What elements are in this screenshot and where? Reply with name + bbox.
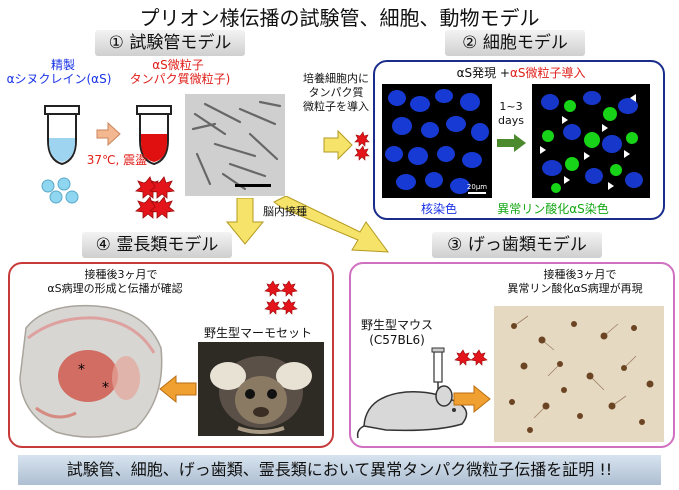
test-tube-illustration xyxy=(41,105,175,219)
marmoset-brain-section-image: * * xyxy=(19,304,163,438)
days-label-2: days xyxy=(498,114,524,127)
svg-text:*: * xyxy=(78,362,85,378)
alpha-synuclein-label: αシヌクレイン(αS) xyxy=(6,72,112,86)
cell-model-box xyxy=(373,60,665,220)
primate-note-1: 接種後3ヶ月で xyxy=(84,268,158,281)
purified-label: 精製 xyxy=(50,58,75,72)
intracerebral-injection-label: 脳内接種 xyxy=(263,205,307,218)
rodent-note-2: 異常リン酸化αS病理が再現 xyxy=(507,282,643,295)
cell-model-header: ② 細胞モデル xyxy=(445,30,585,56)
fibril-introduction-label: αS微粒子導入 xyxy=(510,66,586,80)
fibril-label: αS微粒子 xyxy=(152,58,204,72)
expression-label: αS発現 + xyxy=(456,66,510,80)
electron-micrograph-image xyxy=(185,94,285,196)
days-arrow-icon xyxy=(497,134,526,152)
nuclear-stain-image xyxy=(382,84,492,198)
fibril-stars-icon xyxy=(135,176,175,219)
mouse-label-1: 野生型マウス xyxy=(360,318,433,332)
phospho-stain-label: 異常リン酸化αS染色 xyxy=(497,202,609,216)
cell-intro-line-2: タンパク質 xyxy=(308,86,364,99)
primate-fibril-stars-icon xyxy=(264,280,298,315)
days-label-1: 1~3 xyxy=(499,100,523,113)
tube-fibril-icon xyxy=(136,105,172,166)
marmoset-label: 野生型マーモセット xyxy=(203,326,312,340)
page-title: プリオン様伝播の試験管、細胞、動物モデル xyxy=(139,6,540,30)
primate-orange-arrow xyxy=(159,374,197,404)
rodent-model-header: ③ げっ歯類モデル xyxy=(432,232,602,258)
cell-intro-line-3: 微粒子を導入 xyxy=(303,100,369,113)
scale-bar-label: 20μm xyxy=(466,183,488,191)
tube-monomer-icon xyxy=(44,105,80,166)
down-arrow-to-primate xyxy=(225,198,265,245)
rodent-model-box xyxy=(349,262,675,448)
small-arrow-icon xyxy=(96,121,121,147)
mouse-illustration xyxy=(356,347,488,439)
rodent-orange-arrow xyxy=(453,384,491,414)
svg-text:*: * xyxy=(102,380,109,396)
nuclear-stain-label: 核染色 xyxy=(420,202,457,216)
mouse-fibril-stars-icon xyxy=(454,349,488,366)
primate-model-box xyxy=(8,262,334,448)
condition-label: 37℃, 震盪 xyxy=(86,153,148,167)
mouse-brain-section-image xyxy=(494,306,664,442)
test-tube-model-header: ① 試験管モデル xyxy=(95,30,245,56)
marmoset-photo-image xyxy=(198,342,324,436)
rodent-note-1: 接種後3ヶ月で xyxy=(543,268,617,281)
cell-intro-line-1: 培養細胞内に xyxy=(303,72,369,85)
monomer-circles-icon xyxy=(41,177,79,204)
cell-intro-arrow xyxy=(323,129,370,161)
primate-model-header: ④ 霊長類モデル xyxy=(82,232,232,258)
conclusion-banner: 試験管、細胞、げっ歯類、霊長類において異常タンパク微粒子伝播を証明 !! xyxy=(18,455,661,485)
mouse-label-2: (C57BL6) xyxy=(369,333,425,347)
phospho-stain-image xyxy=(532,84,650,198)
diagonal-arrow-to-rodent xyxy=(273,196,390,253)
primate-note-2: αS病理の形成と伝播が確認 xyxy=(47,282,183,295)
protein-fibril-label: タンパク質微粒子) xyxy=(129,72,231,86)
